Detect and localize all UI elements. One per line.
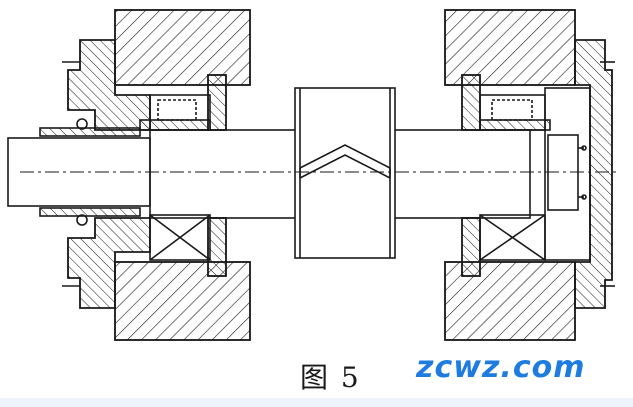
- right-flange: [461, 74, 481, 277]
- site-watermark: zcwz.com: [416, 350, 586, 385]
- left-housing-upper: [114, 9, 251, 86]
- right-bolt: [547, 134, 587, 211]
- right-end-cap: [544, 39, 615, 309]
- left-seal: [39, 118, 141, 226]
- bottom-band: [0, 398, 633, 407]
- left-flange: [207, 74, 227, 277]
- right-bearing: [479, 94, 551, 261]
- figure-caption: 图 5: [300, 361, 361, 394]
- right-housing-upper: [444, 9, 576, 86]
- left-housing-lower: [114, 261, 251, 341]
- herringbone-gear: [294, 87, 396, 259]
